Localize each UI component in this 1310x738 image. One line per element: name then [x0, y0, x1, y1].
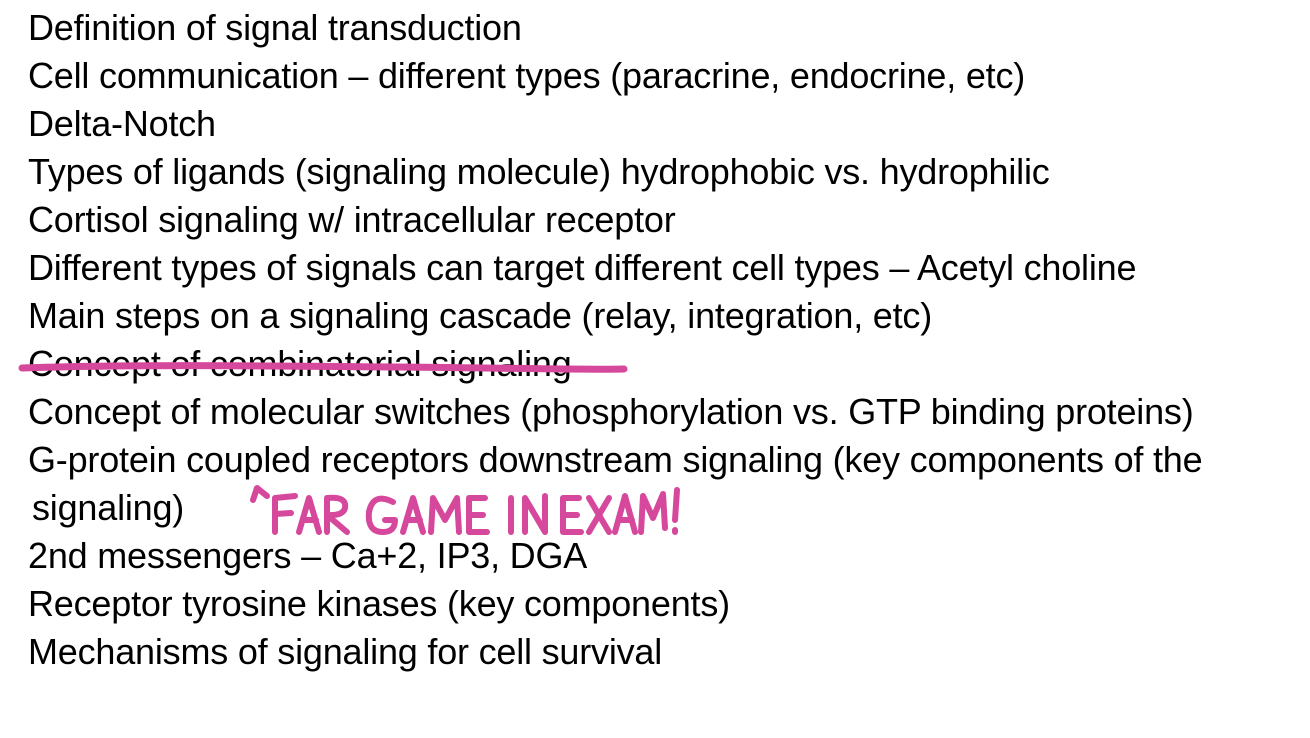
topic-item: Delta-Notch: [28, 103, 216, 144]
topic-item: Definition of signal transduction: [28, 7, 522, 48]
topic-item: Cortisol signaling w/ intracellular rece…: [28, 199, 676, 240]
topic-item-struck: Concept of combinatorial signaling: [18, 340, 1308, 388]
topic-item: Types of ligands (signaling molecule) hy…: [28, 151, 1050, 192]
topic-item: Mechanisms of signaling for cell surviva…: [28, 631, 663, 672]
topic-item: Concept of molecular switches (phosphory…: [28, 391, 1194, 432]
topic-list: Definition of signal transduction Cell c…: [18, 4, 1308, 676]
topic-item-continued: signaling): [28, 484, 1308, 535]
handwritten-note-far-game-in-exam: [250, 485, 680, 535]
struck-topic-text: Concept of combinatorial signaling: [28, 343, 572, 384]
topic-item: G-protein coupled receptors downstream s…: [28, 439, 1203, 480]
topic-item: 2nd messengers – Ca+2, IP3, DGA: [28, 535, 588, 576]
topic-item: Main steps on a signaling cascade (relay…: [28, 295, 933, 336]
topic-item: Cell communication – different types (pa…: [28, 55, 1026, 96]
topic-continuation-text: signaling): [32, 487, 185, 528]
topic-item: Receptor tyrosine kinases (key component…: [28, 583, 730, 624]
topic-item: Different types of signals can target di…: [28, 247, 1137, 288]
